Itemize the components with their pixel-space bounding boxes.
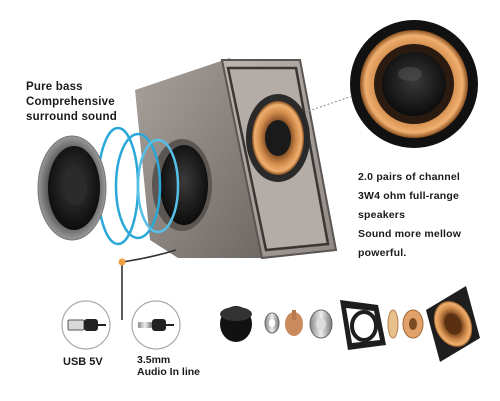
aux-label-line: Audio In line <box>137 366 200 378</box>
left-caption: Pure bass Comprehensive surround sound <box>26 80 117 125</box>
right-caption-line: Sound more mellow <box>358 228 462 240</box>
right-caption: 2.0 pairs of channel 3W4 ohm full-range … <box>358 168 461 263</box>
speaker-cabinet <box>135 58 338 260</box>
exploded-parts <box>220 286 480 362</box>
audio-jack-connector <box>131 300 181 350</box>
zoomed-driver <box>350 20 478 148</box>
right-caption-line: 3W4 ohm full-range <box>358 190 460 202</box>
right-caption-line: powerful. <box>358 247 407 259</box>
aux-label-line: 3.5mm <box>137 354 171 366</box>
cable-split-dot <box>118 258 126 266</box>
left-driver <box>37 135 107 241</box>
usb-connector <box>61 300 111 350</box>
front-driver <box>246 94 310 182</box>
audio-cable <box>121 249 177 320</box>
right-caption-line: 2.0 pairs of channel <box>358 171 461 183</box>
aux-label: 3.5mm Audio In line <box>137 354 200 378</box>
left-caption-line: Comprehensive <box>26 96 115 108</box>
usb-label: USB 5V <box>63 356 103 368</box>
left-caption-line: surround sound <box>26 111 117 123</box>
right-caption-line: speakers <box>358 209 406 221</box>
zoom-pointer-line <box>305 95 353 113</box>
left-caption-line: Pure bass <box>26 81 83 93</box>
